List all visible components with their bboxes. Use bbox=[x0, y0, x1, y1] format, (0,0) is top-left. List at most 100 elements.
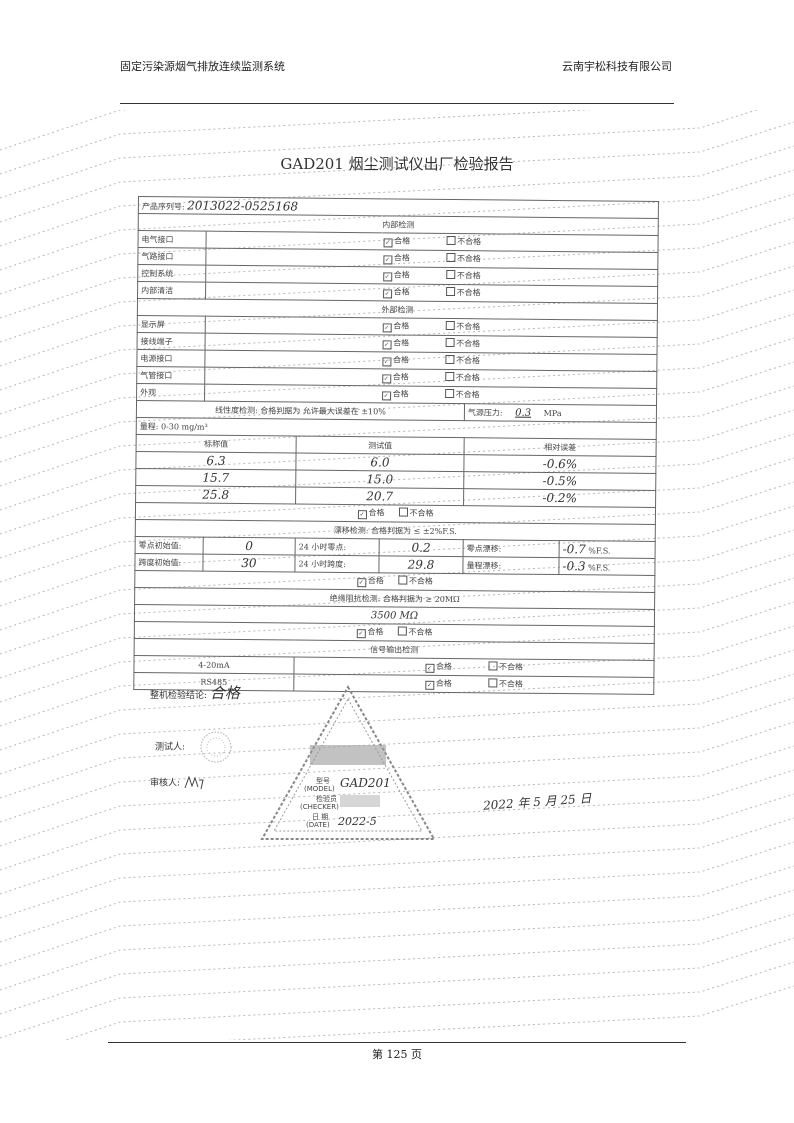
texture-line bbox=[0, 313, 794, 415]
texture-line bbox=[0, 457, 794, 559]
texture-line bbox=[0, 169, 794, 271]
empty-box-icon bbox=[444, 388, 454, 399]
inspection-seal-icon: 型号 (MODEL) 检验员 (CHECKER) 日 期 (DATE) GAD2… bbox=[260, 684, 436, 840]
checked-box-icon: ✓ bbox=[382, 340, 392, 350]
fail-label: 不合格 bbox=[456, 339, 481, 349]
tester: 测试人: bbox=[155, 730, 234, 764]
reviewer: 审核人: bbox=[150, 774, 205, 792]
fail-label: 不合格 bbox=[456, 322, 481, 332]
seal-date-label: 日 期 bbox=[312, 813, 328, 821]
texture-line bbox=[0, 865, 794, 967]
seal-model-label: 型号 bbox=[316, 776, 330, 785]
texture-line bbox=[0, 889, 794, 991]
serial-value: 2013022-0525168 bbox=[187, 198, 299, 214]
fail-label: 不合格 bbox=[456, 271, 481, 281]
fail-label: 不合格 bbox=[455, 390, 480, 400]
texture-line bbox=[0, 553, 794, 655]
empty-box-icon bbox=[445, 337, 455, 348]
texture-line bbox=[0, 721, 794, 823]
external-item: 显示屏 bbox=[137, 315, 206, 334]
external-item: 外观 bbox=[136, 383, 205, 402]
conclusion: 整机检验结论: 合格 bbox=[150, 682, 240, 703]
pass-label: 合格 bbox=[393, 253, 410, 263]
serial-label: 产品序列号: bbox=[141, 202, 185, 212]
texture-line bbox=[0, 289, 794, 391]
texture-line bbox=[0, 697, 794, 799]
seal-model-value: GAD201 bbox=[340, 776, 391, 790]
checked-box-icon: ✓ bbox=[381, 374, 391, 384]
nominal-value: 6.3 bbox=[135, 451, 297, 471]
texture-line bbox=[0, 601, 794, 703]
pass-label: 合格 bbox=[393, 287, 410, 297]
zero-init-value: 0 bbox=[203, 537, 296, 556]
pass-label: 合格 bbox=[367, 576, 384, 586]
zero-drift-label: 零点漂移: bbox=[463, 539, 560, 558]
reviewer-label: 审核人: bbox=[150, 778, 181, 789]
empty-box-icon bbox=[446, 235, 456, 246]
drift-unit: %F.S. bbox=[588, 563, 611, 573]
texture-line bbox=[0, 793, 794, 895]
fail-label: 不合格 bbox=[455, 356, 481, 366]
span-drift-value: -0.3 bbox=[562, 559, 586, 574]
texture-line bbox=[0, 337, 794, 439]
drift-unit: %F.S. bbox=[588, 546, 611, 556]
internal-item: 电气接口 bbox=[138, 230, 207, 249]
pass-label: 合格 bbox=[394, 236, 411, 246]
empty-box-icon bbox=[445, 269, 455, 280]
seal-date-label-en: (DATE) bbox=[306, 821, 330, 829]
empty-box-icon bbox=[445, 286, 455, 297]
texture-line bbox=[64, 961, 794, 1040]
texture-line bbox=[0, 625, 794, 727]
texture-line bbox=[0, 817, 794, 919]
fail-label: 不合格 bbox=[409, 508, 434, 518]
empty-box-icon bbox=[444, 371, 454, 382]
texture-line bbox=[0, 769, 794, 871]
seal-checker-stamp bbox=[340, 795, 380, 807]
reviewer-signature-icon bbox=[184, 775, 204, 790]
fail-label: 不合格 bbox=[408, 576, 433, 586]
checked-box-icon: ✓ bbox=[382, 289, 392, 299]
texture-line bbox=[0, 110, 130, 151]
texture-line bbox=[0, 409, 794, 511]
fail-label: 不合格 bbox=[498, 662, 524, 672]
footer-divider bbox=[108, 1042, 686, 1043]
checked-box-icon: ✓ bbox=[382, 255, 392, 265]
pass-label: 合格 bbox=[367, 627, 384, 637]
fail-label: 不合格 bbox=[455, 373, 480, 383]
fail-label: 不合格 bbox=[456, 288, 481, 298]
tester-stamp-icon bbox=[200, 731, 232, 763]
measured-value: 6.0 bbox=[295, 453, 465, 472]
pressure-unit: MPa bbox=[543, 408, 562, 418]
pressure-label: 气源压力: bbox=[467, 407, 503, 418]
pass-label: 合格 bbox=[393, 270, 410, 280]
conclusion-label: 整机检验结论: bbox=[150, 691, 208, 701]
span-init-value: 30 bbox=[202, 554, 296, 573]
texture-line bbox=[0, 481, 794, 583]
texture-line bbox=[0, 121, 794, 223]
pass-label: 合格 bbox=[393, 338, 410, 348]
checked-box-icon: ✓ bbox=[381, 357, 391, 367]
pass-label: 合格 bbox=[368, 508, 385, 518]
page-header-left: 固定污染源烟气排放连续监测系统 bbox=[120, 60, 285, 73]
checked-box-icon: ✓ bbox=[424, 663, 435, 673]
fail-label: 不合格 bbox=[408, 627, 433, 637]
page-number: 第 125 页 bbox=[372, 1048, 422, 1061]
texture-line bbox=[0, 529, 794, 631]
checked-box-icon: ✓ bbox=[356, 578, 366, 588]
seal-model-label-en: (MODEL) bbox=[304, 785, 335, 793]
measured-value: 15.0 bbox=[295, 470, 464, 489]
texture-line bbox=[0, 577, 794, 679]
report-title: GAD201 烟尘测试仪出厂检验报告 bbox=[280, 155, 514, 173]
empty-box-icon bbox=[445, 252, 455, 263]
span-24h-label: 24 小时跨度: bbox=[294, 555, 380, 573]
texture-line bbox=[0, 361, 794, 463]
pressure-value: 0.3 bbox=[515, 407, 532, 419]
texture-line bbox=[0, 193, 794, 295]
seal-checker-label-en: (CHECKER) bbox=[300, 803, 339, 811]
relative-error: -0.2% bbox=[463, 488, 656, 508]
empty-box-icon bbox=[444, 354, 455, 365]
header-divider bbox=[120, 103, 674, 104]
span-drift-label: 量程漂移: bbox=[462, 556, 560, 575]
pass-label: 合格 bbox=[392, 372, 409, 382]
texture-line bbox=[0, 937, 794, 1039]
